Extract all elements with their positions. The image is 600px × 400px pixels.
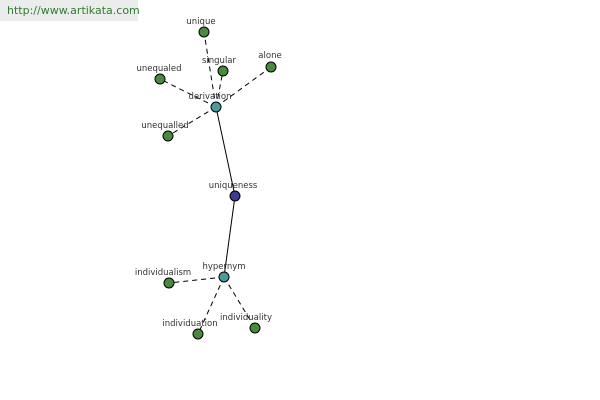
node-unique[interactable] [198, 26, 210, 38]
node-individuation[interactable] [192, 328, 204, 340]
node-alone[interactable] [265, 61, 277, 73]
edge-derivation-singular [215, 70, 224, 108]
node-label-individuality[interactable]: individuality [220, 313, 272, 323]
edge-hypernym-individuation [197, 276, 225, 335]
node-singular[interactable] [217, 65, 229, 77]
node-label-individuation[interactable]: individuation [162, 319, 217, 329]
edge-hypernym-individuality [223, 276, 256, 329]
node-derivation[interactable] [210, 101, 222, 113]
site-url-link[interactable]: http://www.artikata.com [7, 4, 140, 17]
edge-derivation-alone [215, 66, 272, 108]
node-individualism[interactable] [163, 277, 175, 289]
graph-labels: uniqueness derivation hypernym unique singul… [135, 17, 282, 329]
node-label-hypernym[interactable]: hypernym [202, 262, 245, 272]
node-unequalled[interactable] [162, 130, 174, 142]
node-label-alone[interactable]: alone [258, 51, 281, 61]
edge-uniqueness-hypernym [223, 195, 236, 278]
edge-derivation-unique [203, 31, 217, 108]
node-label-unique[interactable]: unique [186, 17, 215, 27]
node-label-singular[interactable]: singular [202, 56, 237, 66]
node-label-individualism[interactable]: individualism [135, 268, 191, 278]
node-label-derivation[interactable]: derivation [188, 92, 231, 102]
graph-edges [159, 31, 272, 335]
edge-derivation-unequalled [167, 106, 217, 137]
url-banner: http://www.artikata.com [0, 0, 140, 21]
edge-hypernym-individualism [168, 276, 225, 284]
node-label-uniqueness[interactable]: uniqueness [209, 181, 258, 191]
edge-derivation-unequaled [159, 78, 217, 108]
graph-nodes [154, 26, 277, 340]
node-label-unequaled[interactable]: unequaled [137, 64, 182, 74]
node-individuality[interactable] [249, 322, 261, 334]
node-unequaled[interactable] [154, 73, 166, 85]
node-uniqueness[interactable] [229, 190, 241, 202]
node-hypernym[interactable] [218, 271, 230, 283]
node-label-unequalled[interactable]: unequalled [141, 121, 188, 131]
edge-uniqueness-derivation [215, 106, 236, 197]
